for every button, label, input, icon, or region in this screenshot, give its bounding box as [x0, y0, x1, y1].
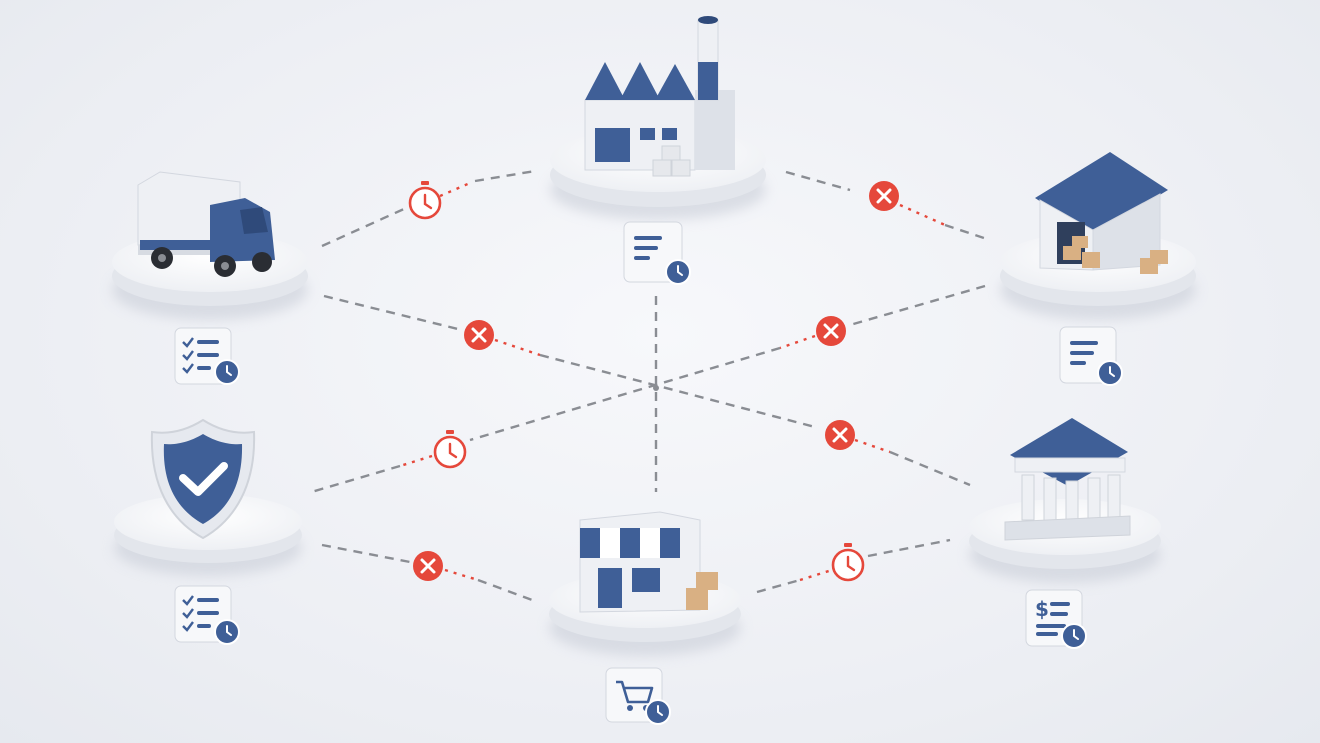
- x-circle-icon: [869, 181, 899, 211]
- checklist-clock-icon: [174, 327, 240, 385]
- link-factory-warehouse-left: [785, 170, 851, 192]
- link-truck-bank-2: [539, 353, 816, 429]
- link-factory-truck-alert: [439, 181, 471, 198]
- link-factory-warehouse-right: [944, 223, 991, 242]
- link-store-bank-right: [867, 538, 951, 558]
- warehouse-icon[interactable]: [1035, 152, 1168, 274]
- factory-icon[interactable]: [584, 16, 735, 177]
- link-warehouse-shield-3: [307, 464, 401, 495]
- link-factory-truck-right: [474, 169, 536, 183]
- x-circle-icon: [816, 316, 846, 346]
- link-truck-bank-alert-1: [494, 338, 541, 357]
- link-warehouse-shield-1: [849, 284, 986, 327]
- x-circle-icon: [413, 551, 443, 581]
- link-warehouse-shield-2: [469, 346, 781, 442]
- link-warehouse-shield-alert: [779, 334, 816, 350]
- link-warehouse-shield-alert-2: [399, 454, 433, 468]
- stopwatch-icon: [831, 543, 865, 582]
- link-store-bank-left: [756, 578, 801, 594]
- invoice-dollar-symbol: $: [1035, 597, 1049, 621]
- delivery-truck-icon[interactable]: [137, 171, 275, 277]
- checklist-clock-icon: [174, 585, 240, 645]
- document-clock-icon: [623, 221, 691, 285]
- x-circle-icon: [464, 320, 494, 350]
- stopwatch-icon: [408, 181, 442, 220]
- link-truck-bank-3: [889, 450, 971, 487]
- security-shield-icon[interactable]: [150, 418, 256, 540]
- link-shield-store-alert: [444, 568, 479, 582]
- link-truck-bank-1: [323, 294, 463, 332]
- link-shield-store-left: [321, 543, 411, 564]
- link-factory-warehouse-alert: [899, 203, 946, 227]
- x-circle-icon: [825, 420, 855, 450]
- cart-clock-icon: [605, 667, 671, 725]
- bank-icon[interactable]: [1004, 418, 1131, 541]
- document-clock-icon: [1059, 326, 1123, 386]
- connection-lines: [307, 169, 991, 602]
- link-factory-truck-left: [321, 202, 416, 248]
- link-truck-bank-alert-2: [854, 438, 891, 454]
- invoice-dollar-clock-icon: $: [1025, 589, 1087, 649]
- storefront-icon[interactable]: [579, 511, 718, 613]
- link-shield-store-right: [477, 578, 533, 602]
- hub-junction: [653, 385, 659, 391]
- link-store-bank-alert: [799, 568, 833, 582]
- stopwatch-icon: [433, 430, 467, 469]
